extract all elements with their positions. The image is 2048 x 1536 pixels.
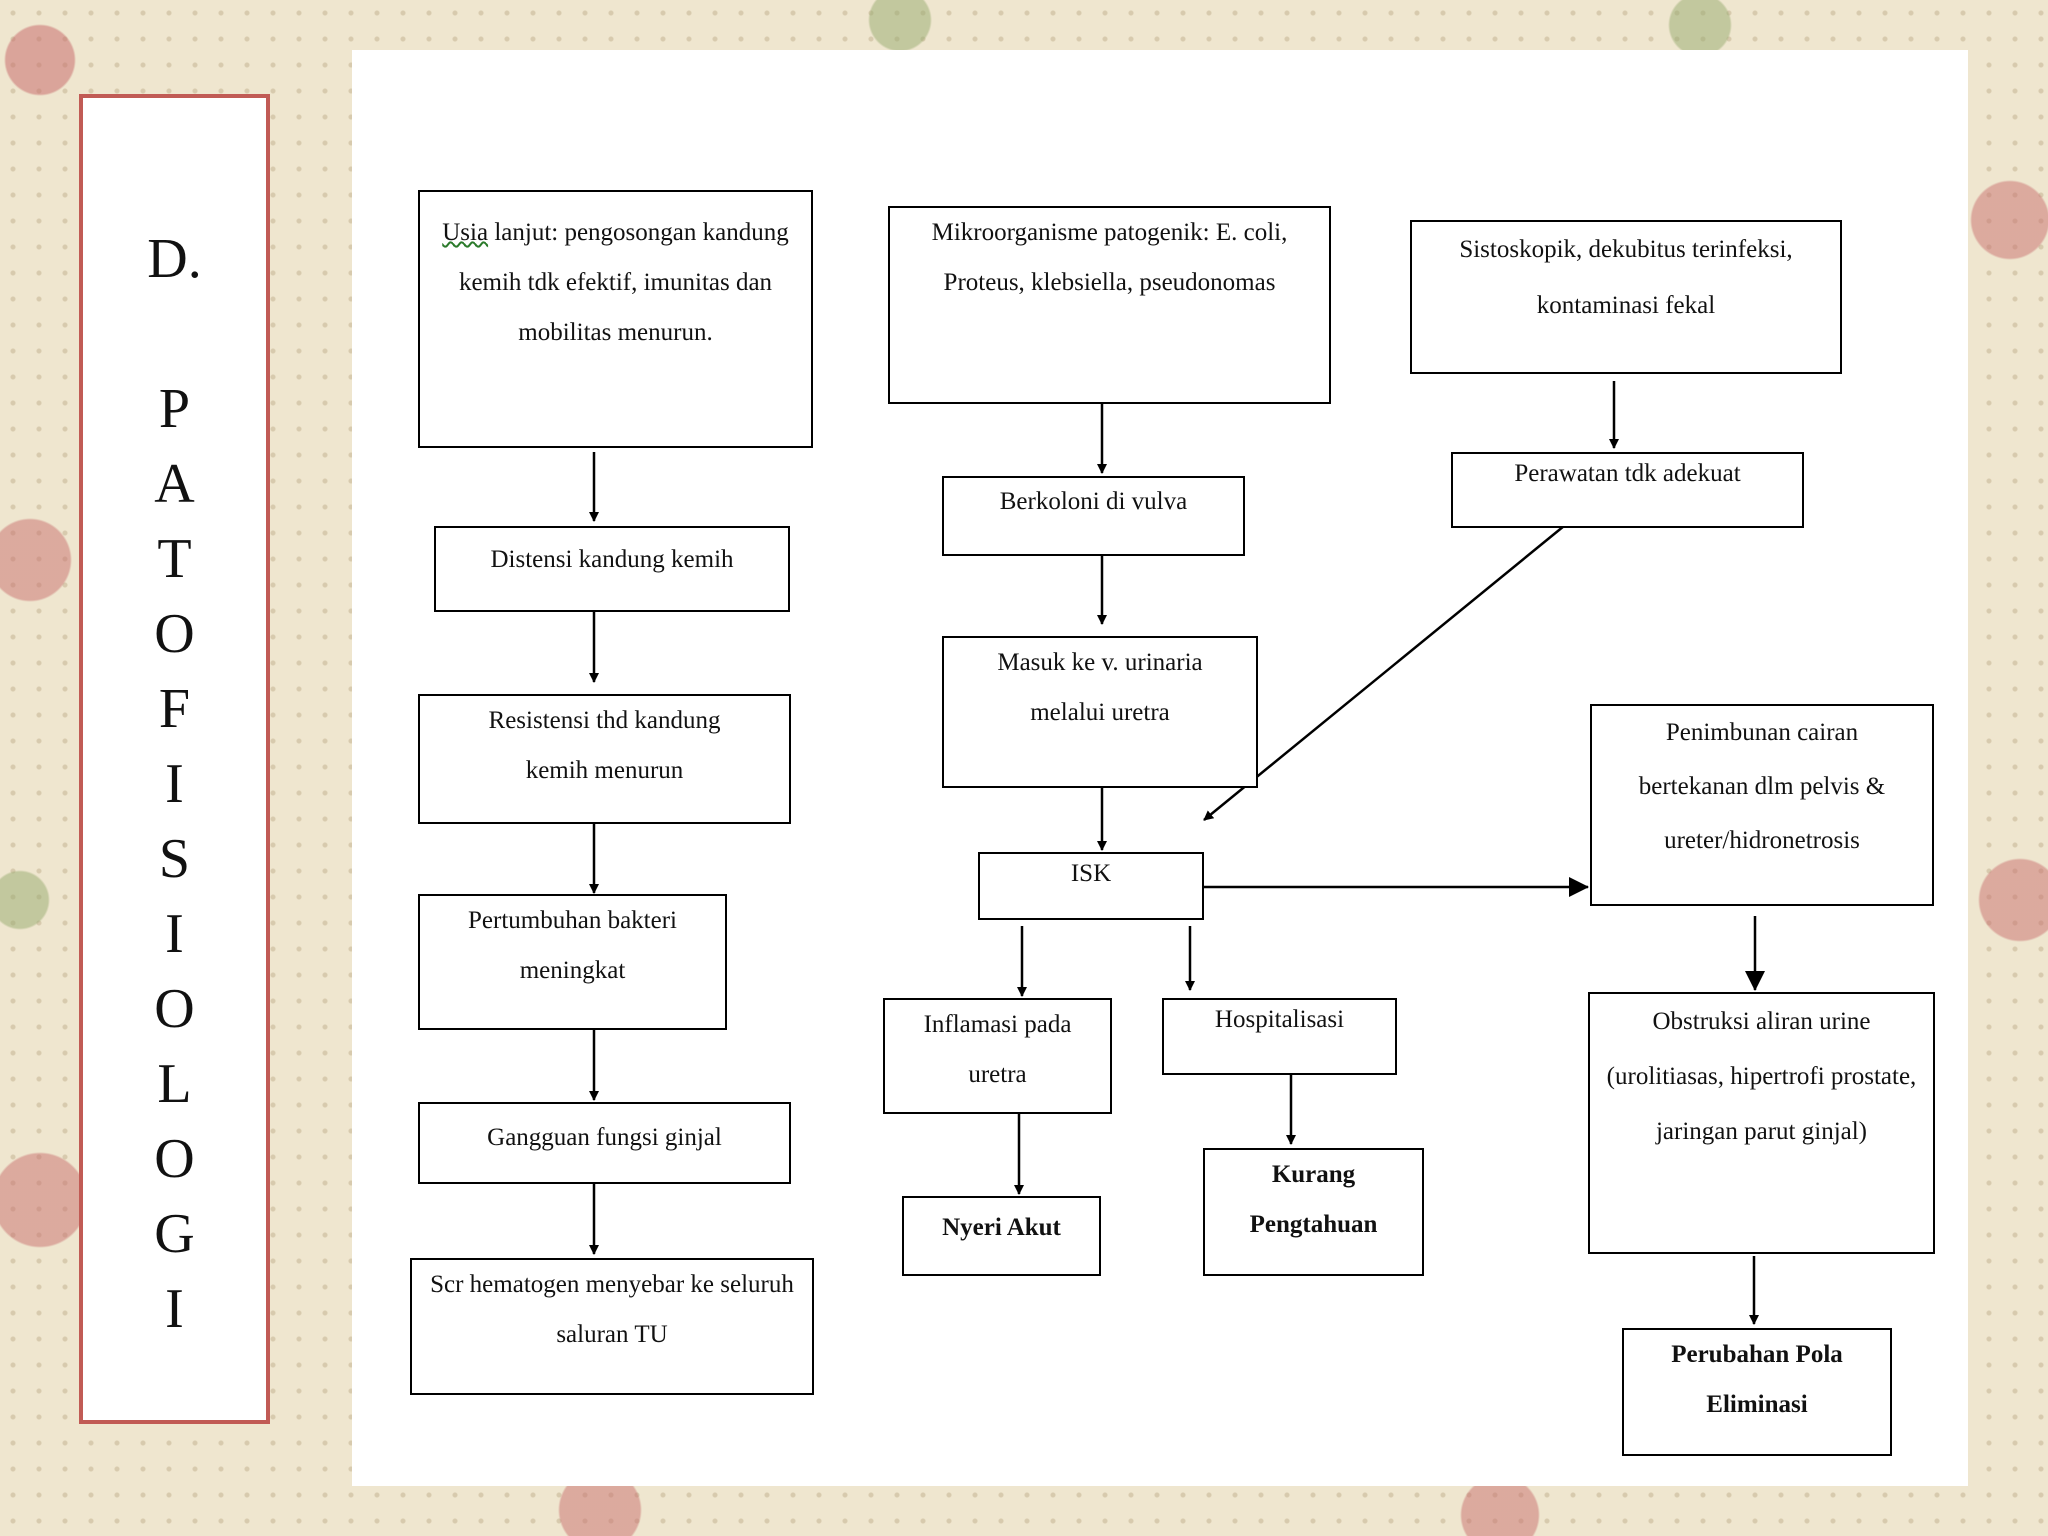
node-pertumbuhan: Pertumbuhan bakteri meningkat — [418, 894, 727, 1030]
node-distensi: Distensi kandung kemih — [434, 526, 790, 612]
title-letter: F — [158, 678, 191, 740]
title-letter: L — [157, 1053, 192, 1115]
title-letter: T — [157, 528, 192, 590]
title-prefix: D. — [147, 228, 202, 290]
node-gangguan: Gangguan fungsi ginjal — [418, 1102, 791, 1184]
node-masuk-urinaria: Masuk ke v. urinaria melalui uretra — [942, 636, 1258, 788]
connector-layer — [589, 381, 1765, 1325]
usia-word: Usia — [442, 219, 489, 246]
node-inflamasi: Inflamasi pada uretra — [883, 998, 1112, 1114]
title-spacer — [83, 297, 266, 372]
node-mikroorganisme: Mikroorganisme patogenik: E. coli, Prote… — [888, 206, 1331, 404]
node-resistensi: Resistensi thd kandung kemih menurun — [418, 694, 791, 824]
node-hospitalisasi: Hospitalisasi — [1162, 998, 1397, 1075]
title-letter: A — [154, 453, 195, 515]
node-isk: ISK — [978, 852, 1204, 920]
usia-text: lanjut: pengosongan kandung kemih tdk ef… — [458, 219, 789, 346]
title-letter: S — [158, 828, 191, 890]
node-obstruksi: Obstruksi aliran urine (urolitiasas, hip… — [1588, 992, 1935, 1254]
title-letter: I — [165, 903, 184, 965]
node-scr-hematogen: Scr hematogen menyebar ke seluruh salura… — [410, 1258, 814, 1395]
node-nyeri-akut: Nyeri Akut — [902, 1196, 1101, 1276]
node-perawatan: Perawatan tdk adekuat — [1451, 452, 1804, 528]
title-letter: I — [165, 1278, 184, 1340]
node-penimbunan-cairan: Penimbunan cairan bertekanan dlm pelvis … — [1590, 704, 1934, 906]
arrow-perawatan-isk — [1203, 525, 1565, 821]
diagram-canvas: Usia lanjut: pengosongan kandung kemih t… — [352, 50, 1968, 1486]
title-panel: D. P A T O F I S I O L O G I — [79, 94, 270, 1424]
title-letter: P — [158, 378, 191, 440]
title-letters: D. P A T O F I S I O L O G I — [83, 222, 266, 1347]
title-letter: G — [154, 1203, 195, 1265]
title-letter: O — [154, 603, 195, 665]
title-letter: O — [154, 1128, 195, 1190]
node-usia-lanjut: Usia lanjut: pengosongan kandung kemih t… — [418, 190, 813, 448]
node-berkoloni: Berkoloni di vulva — [942, 476, 1245, 556]
title-letter: I — [165, 753, 184, 815]
node-perubahan-pola: Perubahan Pola Eliminasi — [1622, 1328, 1892, 1456]
node-sistoskopik: Sistoskopik, dekubitus terinfeksi, konta… — [1410, 220, 1842, 374]
node-kurang-pengetahuan: Kurang Pengtahuan — [1203, 1148, 1424, 1276]
title-letter: O — [154, 978, 195, 1040]
